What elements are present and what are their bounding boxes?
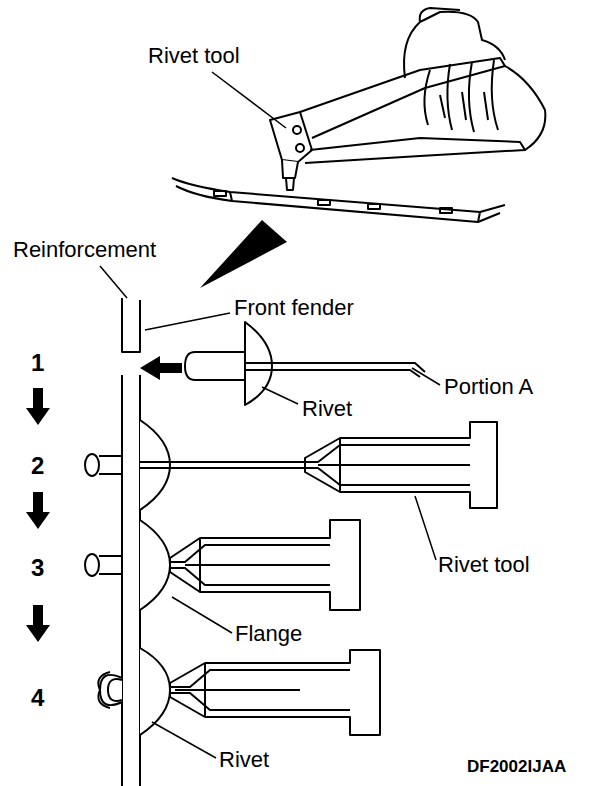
part-label: Rivet <box>218 748 270 772</box>
step-number: 2 <box>30 453 45 479</box>
step-number: 1 <box>30 350 45 376</box>
part-label: Rivet <box>301 397 353 421</box>
part-label: Portion A <box>443 375 534 399</box>
step-number: 3 <box>30 555 45 581</box>
part-label: Rivet tool <box>437 553 531 577</box>
part-label: Front fender <box>233 296 355 320</box>
part-label: Reinforcement <box>12 238 157 262</box>
figure-code: DF2002IJAA <box>466 758 567 777</box>
part-label: Flange <box>234 622 303 646</box>
step-number: 4 <box>30 685 45 711</box>
part-label: Rivet tool <box>147 44 241 68</box>
